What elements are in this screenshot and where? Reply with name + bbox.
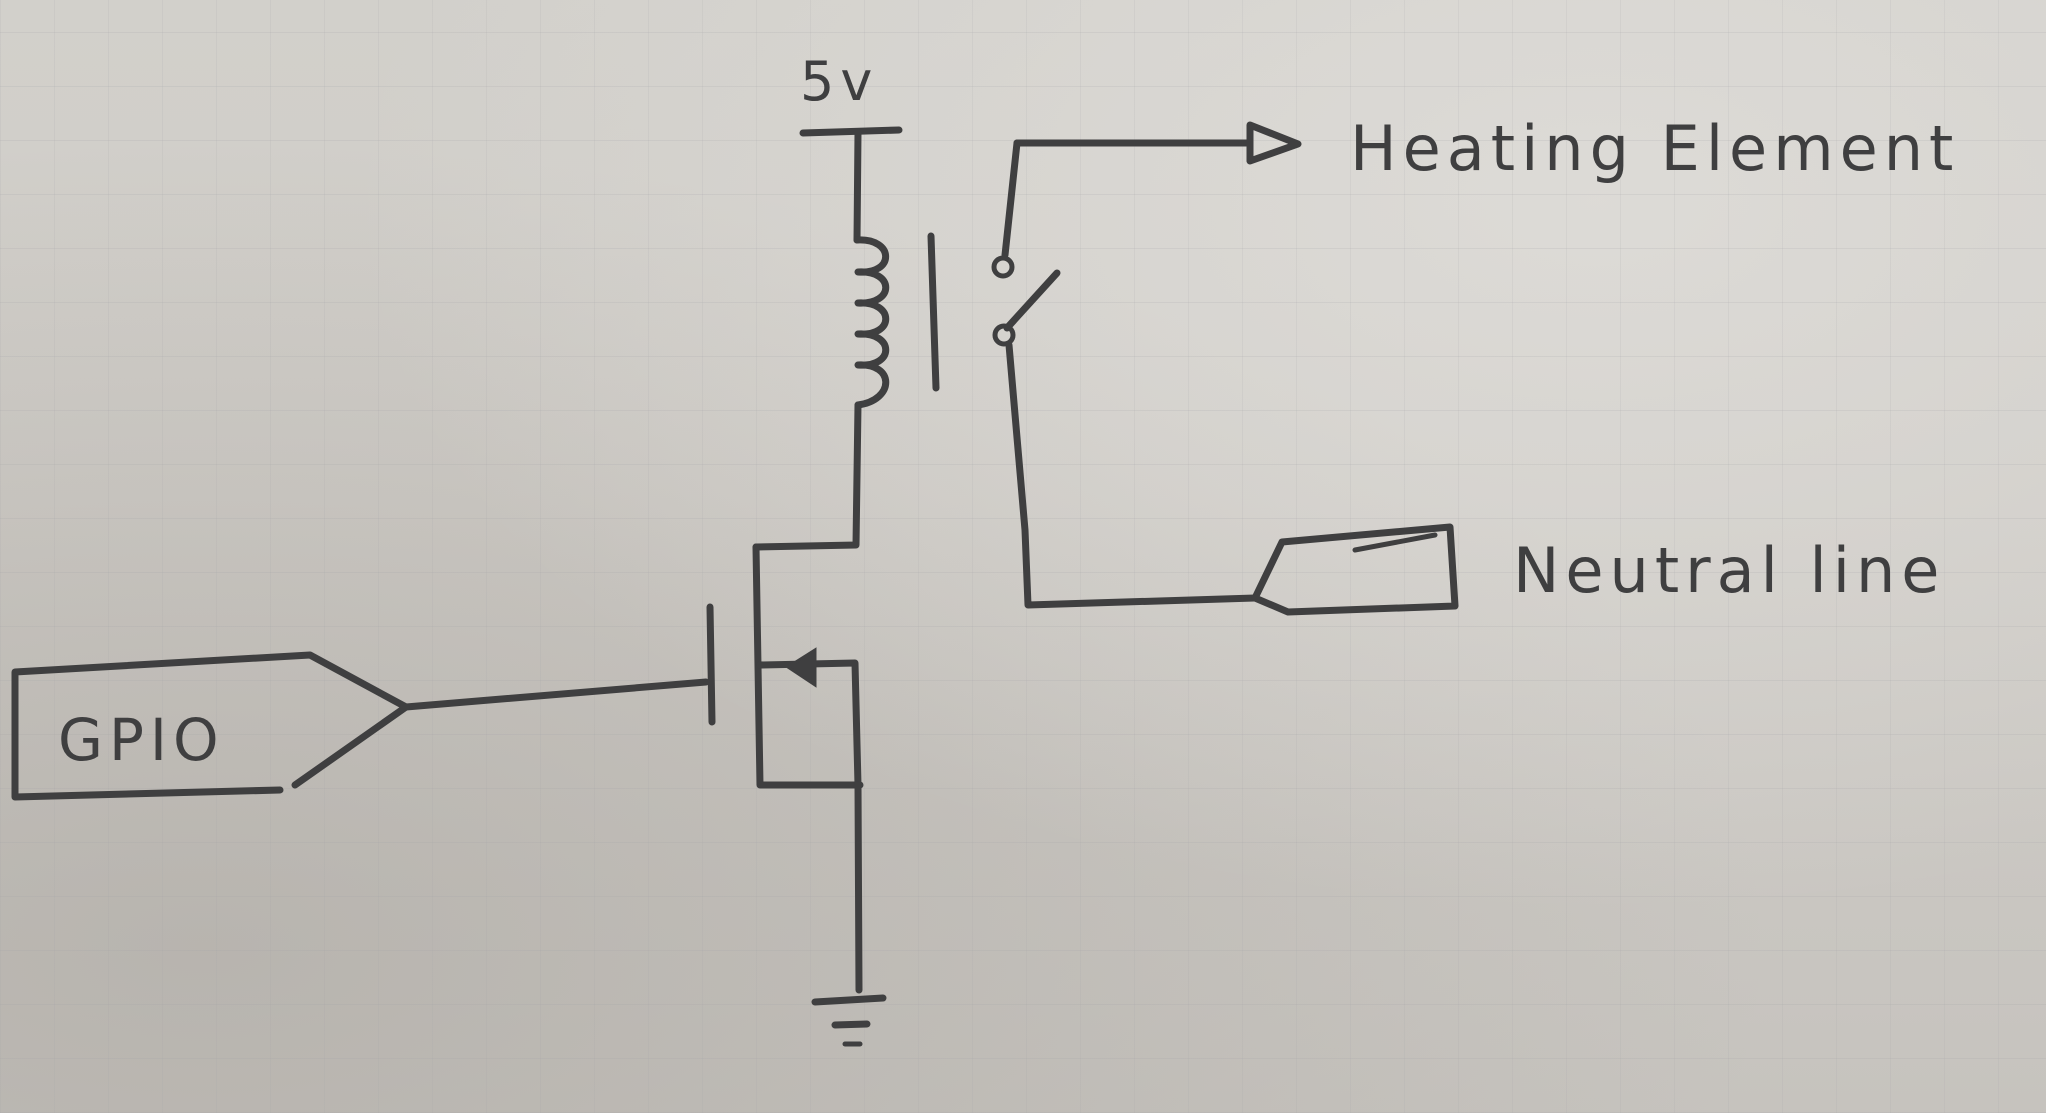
ground-icon: [811, 994, 887, 1047]
relay-core: [927, 232, 940, 392]
mosfet-arrow: [785, 647, 817, 688]
ground-line-1: [811, 994, 887, 1006]
ground-line-2: [831, 1020, 871, 1029]
relay-coil: [853, 236, 890, 409]
supply-bar: [799, 126, 903, 137]
mosfet-symbol: [706, 543, 864, 789]
gpio-connector: GPIO: [11, 651, 410, 801]
supply-label: 5v: [800, 50, 878, 113]
switch-lever: [1003, 269, 1061, 332]
neutral-connector-stroke: [1352, 532, 1438, 553]
neutral-connector: Neutral line: [1251, 523, 1945, 616]
switch-bottom-wire: [1005, 341, 1259, 609]
wire-coil-to-drain: [752, 401, 862, 551]
neutral-connector-outline: [1251, 523, 1459, 616]
heating-output: Heating Element: [1013, 112, 1959, 185]
gpio-connector-outline: [11, 651, 410, 801]
neutral-label: Neutral line: [1513, 534, 1945, 607]
heating-label: Heating Element: [1350, 112, 1959, 185]
gpio-label: GPIO: [58, 706, 225, 774]
arrow-right-icon: [1246, 121, 1302, 165]
switch-contact-bottom: [992, 323, 1016, 347]
wire-source-to-ground: [854, 781, 863, 994]
wire-supply-to-coil: [853, 129, 862, 244]
switch-contact-top: [991, 255, 1015, 279]
mosfet-channel: [752, 543, 864, 789]
relay-switch: [991, 139, 1259, 609]
mosfet-gate-plate: [706, 603, 716, 726]
supply-rail: 5v: [799, 50, 903, 137]
wire-gpio-to-gate: [402, 678, 710, 711]
switch-top-wire: [1001, 139, 1021, 259]
